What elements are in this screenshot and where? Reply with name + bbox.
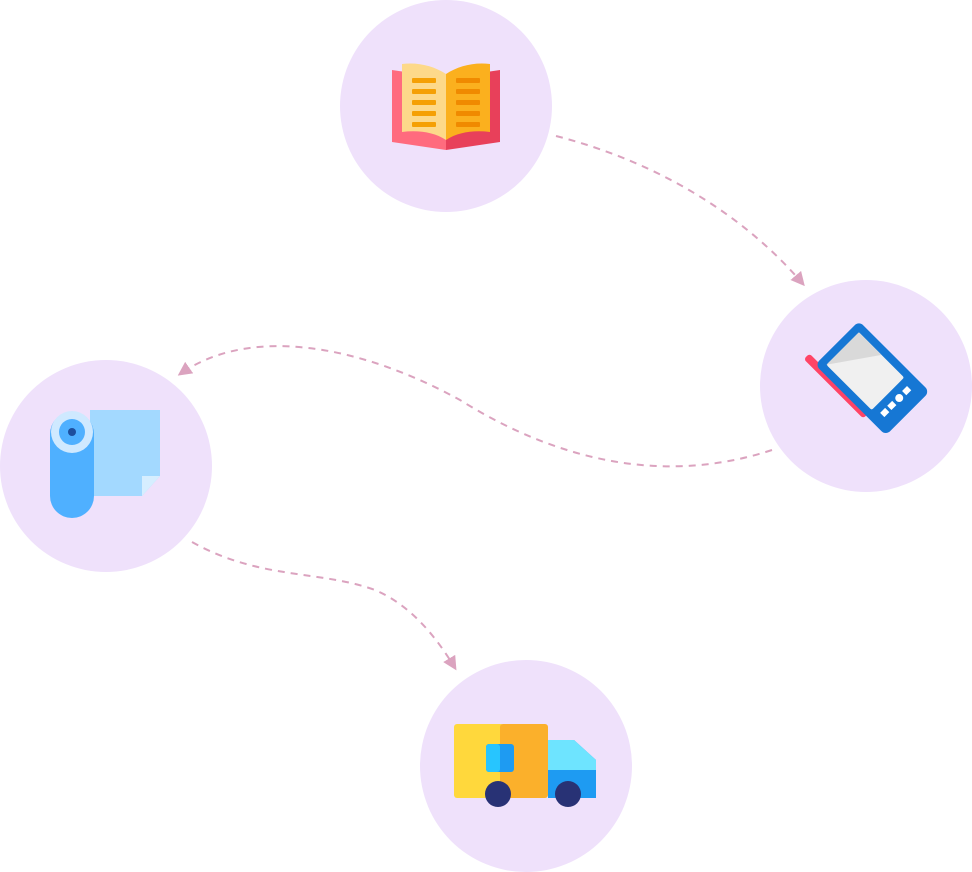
paper-roll-icon [50,410,160,518]
step-book-circle [340,0,552,212]
delivery-truck-icon [454,724,596,807]
connector-roll-to-truck [191,541,457,671]
graphics-tablet-icon [805,323,928,434]
open-book-icon [392,63,500,150]
connector-book-to-tablet [555,135,805,287]
connector-tablet-to-roll [177,345,773,468]
step-tablet-circle [760,280,972,492]
step-roll-circle [0,360,212,572]
step-truck-circle [420,660,632,872]
